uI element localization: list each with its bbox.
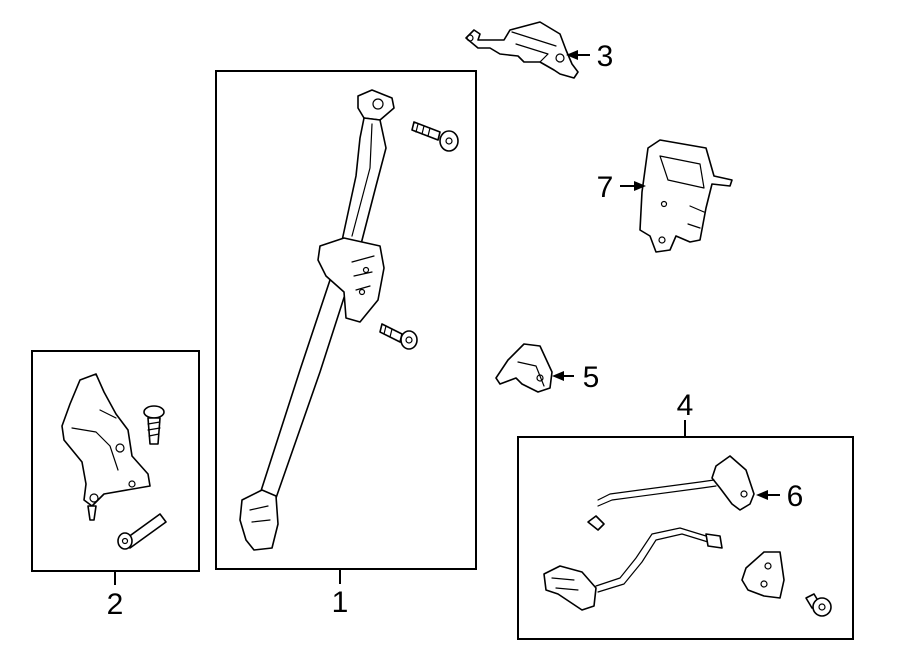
callout-2: 2 [107,588,124,621]
seat-belt-webbing [239,89,395,551]
callout-7: 7 [597,171,614,204]
sensor-mount-bracket [741,551,785,599]
buckle-bolt [143,405,165,445]
height-adjuster [465,21,579,79]
buckle-bracket [61,373,151,521]
callout-3: 3 [597,40,614,73]
leader-arrow-3 [566,50,578,60]
callout-4: 4 [677,389,694,422]
leader-arrow-5 [552,371,564,381]
buckle-pin [117,513,167,550]
wire-harness-connector [543,527,723,611]
callout-1: 1 [332,586,349,619]
callout-6: 6 [787,480,804,513]
leader-arrow-7 [634,181,646,191]
buckle-sensor [587,455,755,531]
anchor-bracket [495,343,553,393]
leader-arrow-6 [756,490,768,500]
callout-5: 5 [583,361,600,394]
mounting-bolt-upper [411,121,459,152]
mounting-bolt-lower [379,323,418,350]
box-4-sensor-kit [517,436,854,640]
trim-bracket [639,139,733,253]
sensor-screw [805,593,832,617]
box-1-seat-belt-assembly [215,70,477,570]
